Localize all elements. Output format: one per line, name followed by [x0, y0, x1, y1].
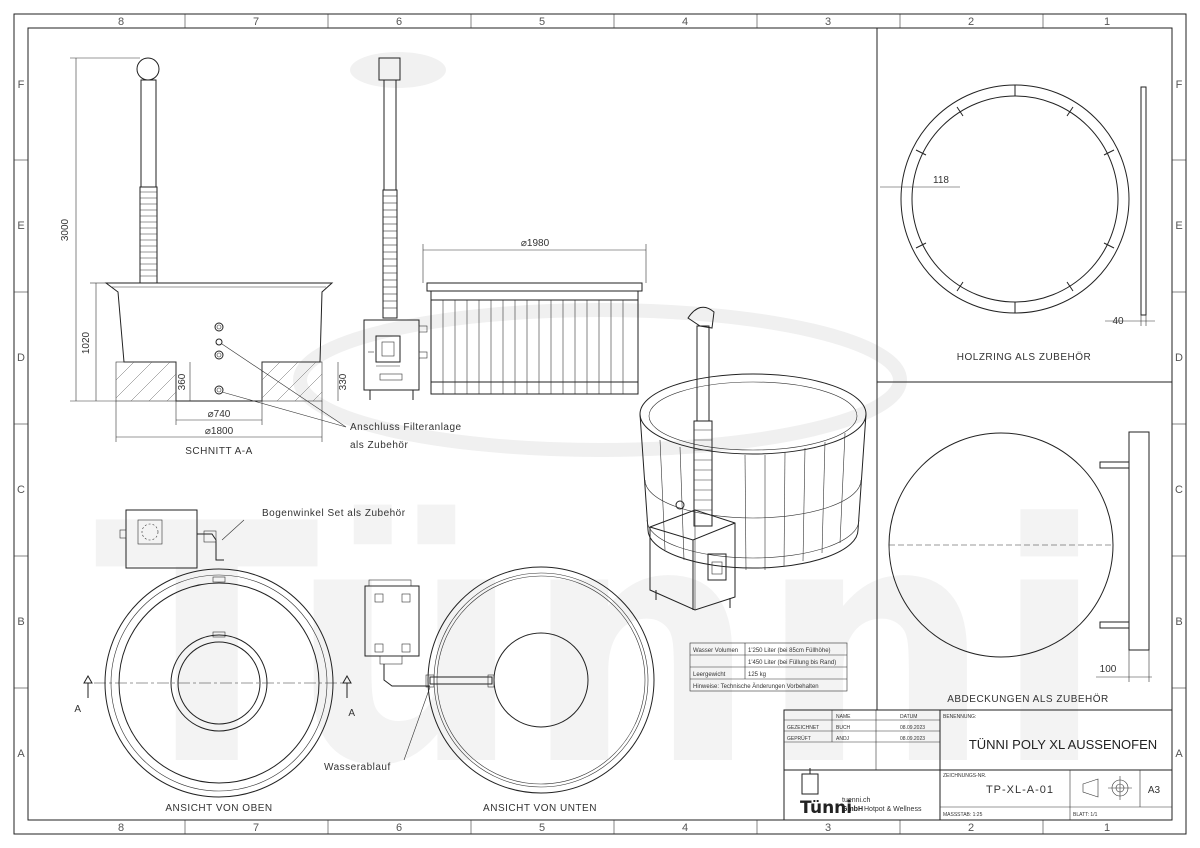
- cover-view: 100 ABDECKUNGEN ALS ZUBEHÖR: [888, 431, 1152, 705]
- spec-label-weight: Leergewicht: [693, 672, 726, 678]
- grid-col-4-bottom: 4: [682, 822, 688, 834]
- grid-row-e-right: E: [1175, 220, 1182, 232]
- grid-col-1: 1: [1104, 16, 1110, 28]
- ring-view-label: HOLZRING ALS ZUBEHÖR: [957, 351, 1091, 363]
- grid-col-8-bottom: 8: [118, 822, 124, 834]
- tb-benennung-label: BENENNUNG:: [943, 714, 976, 720]
- dim-outer-diameter: ⌀1800: [205, 426, 234, 437]
- grid-col-6-bottom: 6: [396, 822, 402, 834]
- spec-value-volume-full: 1'450 Liter (bei Füllung bis Rand): [748, 660, 836, 666]
- drawing-number: TP-XL-A-01: [986, 784, 1054, 796]
- grid-col-7-bottom: 7: [253, 822, 259, 834]
- grid-row-d-right: D: [1175, 352, 1183, 364]
- tb-checked-label: GEPRÜFT: [787, 735, 811, 742]
- paper-format: A3: [1148, 785, 1161, 796]
- grid-col-5-bottom: 5: [539, 822, 545, 834]
- spec-table: Wasser Volumen 1'250 Liter (bei 85cm Fül…: [689, 642, 848, 692]
- dim-ring-thickness: 40: [1112, 316, 1124, 327]
- drawing-title: TÜNNI POLY XL AUSSENOFEN: [969, 737, 1157, 752]
- grid-row-a: A: [17, 748, 25, 760]
- spec-label-volume: Wasser Volumen: [693, 648, 738, 654]
- grid-col-4: 4: [682, 16, 688, 28]
- filter-annotation-line1: Anschluss Filteranlage: [350, 422, 462, 433]
- grid-labels-top: 8 7 6 5 4 3 2 1: [118, 16, 1110, 28]
- tb-scale: MASSSTAB: 1:25: [943, 812, 983, 818]
- grid-col-2: 2: [968, 16, 974, 28]
- section-marker-right: A: [348, 708, 355, 719]
- tb-col-date: DATUM: [900, 714, 917, 720]
- dim-total-height: 3000: [60, 218, 71, 241]
- filter-annotation-line2: als Zubehör: [350, 440, 408, 451]
- wood-ring-view: 118 40 HOLZRING ALS ZUBEHÖR: [880, 84, 1155, 363]
- isometric-view: [639, 306, 867, 611]
- top-view-label: ANSICHT VON OBEN: [165, 803, 272, 814]
- drain-annotation: Wasserablauf: [324, 762, 391, 773]
- dim-step-height: 360: [177, 373, 188, 390]
- dim-cover-thickness: 100: [1100, 664, 1117, 675]
- tb-checked-name: ANDJ: [836, 736, 850, 742]
- grid-labels-bottom: 8 7 6 5 4 3 2 1: [118, 822, 1110, 834]
- title-block: NAME DATUM GEZEICHNET BUCH 08.09.2023 GE…: [783, 709, 1173, 821]
- logo-wordmark: Tünni: [800, 798, 852, 818]
- grid-col-8: 8: [118, 16, 124, 28]
- grid-labels-right: F E D C B A: [1175, 79, 1183, 760]
- side-view: ⌀1980: [350, 52, 647, 400]
- tb-zeichnung-label: ZEICHNUNGS-NR.: [943, 773, 986, 779]
- grid-labels-left: F E D C B A: [17, 79, 25, 760]
- tb-col-name: NAME: [836, 714, 851, 720]
- tb-checked-date: 08.09.2023: [900, 736, 925, 742]
- bottom-view: Wasserablauf ANSICHT VON UNTEN: [324, 566, 655, 814]
- section-view: 3000 1020 360 330 ⌀740 ⌀1800 SCHNITT A-A…: [60, 57, 462, 457]
- spec-value-volume-85: 1'250 Liter (bei 85cm Füllhöhe): [748, 648, 831, 654]
- tb-sheet: BLATT: 1/1: [1073, 812, 1098, 818]
- grid-row-f-right: F: [1176, 79, 1183, 91]
- dim-wood-diameter: ⌀1980: [521, 238, 550, 249]
- company-website: tuenni.ch: [842, 797, 871, 804]
- grid-row-e: E: [17, 220, 24, 232]
- grid-ticks: [14, 14, 1186, 834]
- company-logo: Tünni tuenni.ch GmbH Hotpot & Wellness: [800, 768, 922, 818]
- section-view-label: SCHNITT A-A: [185, 446, 253, 457]
- grid-row-c: C: [17, 484, 25, 496]
- tb-drawn-name: BUCH: [836, 725, 851, 731]
- tb-drawn-label: GEZEICHNET: [787, 725, 819, 731]
- tb-drawn-date: 08.09.2023: [900, 725, 925, 731]
- grid-col-3-bottom: 3: [825, 822, 831, 834]
- spec-value-weight: 125 kg: [748, 672, 766, 678]
- accessory-panel-frame: [876, 28, 1172, 710]
- grid-row-a-right: A: [1175, 748, 1183, 760]
- grid-col-5: 5: [539, 16, 545, 28]
- grid-row-c-right: C: [1175, 484, 1183, 496]
- company-tagline: Hotpot & Wellness: [864, 806, 922, 813]
- dim-inner-diameter: ⌀740: [208, 409, 231, 420]
- top-view: Bogenwinkel Set als Zubehör A A ANSICHT …: [74, 508, 405, 814]
- grid-col-1-bottom: 1: [1104, 822, 1110, 834]
- grid-col-7: 7: [253, 16, 259, 28]
- grid-row-b-right: B: [1175, 616, 1182, 628]
- bottom-view-label: ANSICHT VON UNTEN: [483, 803, 597, 814]
- grid-col-6: 6: [396, 16, 402, 28]
- grid-row-f: F: [18, 79, 25, 91]
- brand-watermark: Tünni: [94, 303, 1106, 838]
- grid-col-2-bottom: 2: [968, 822, 974, 834]
- section-marker-left: A: [74, 704, 81, 715]
- dim-ring-width: 118: [933, 175, 949, 186]
- grid-row-d: D: [17, 352, 25, 364]
- elbow-annotation: Bogenwinkel Set als Zubehör: [262, 508, 406, 519]
- spec-note: Hinweise: Technische Änderungen Vorbehal…: [693, 683, 819, 690]
- grid-col-3: 3: [825, 16, 831, 28]
- dim-tub-height: 1020: [81, 331, 92, 354]
- company-legal-form: GmbH: [842, 806, 863, 813]
- projection-symbol-icon: [1082, 776, 1132, 800]
- cover-view-label: ABDECKUNGEN ALS ZUBEHÖR: [947, 693, 1109, 705]
- dim-bench-height: 330: [338, 373, 349, 390]
- watermark-logo: Tünni: [94, 454, 1106, 838]
- grid-row-b: B: [17, 616, 24, 628]
